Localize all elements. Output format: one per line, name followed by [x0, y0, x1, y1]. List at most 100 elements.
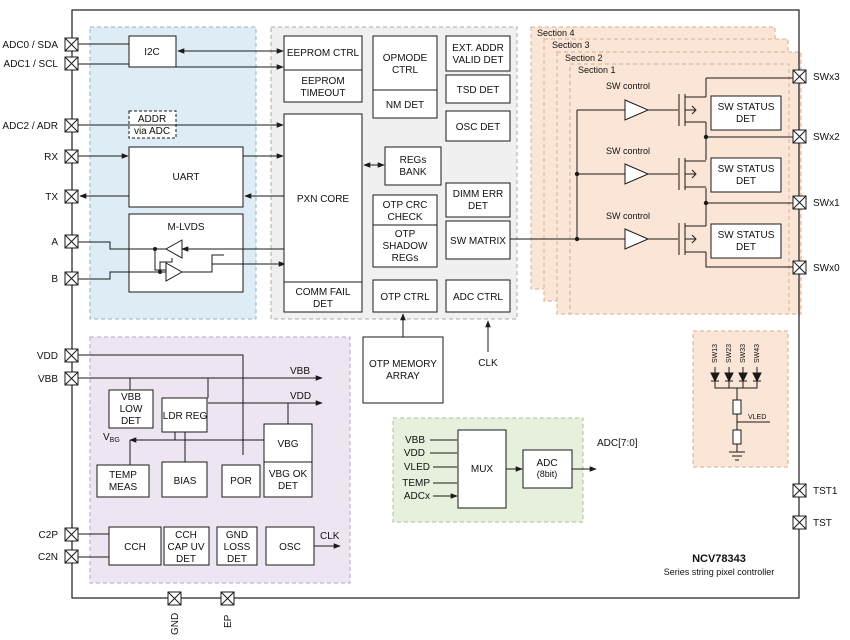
- device-description: Series string pixel controller: [664, 567, 775, 577]
- osc-label: OSC: [279, 542, 301, 553]
- sw-status-0-l1: SW STATUS: [718, 230, 775, 241]
- section-3-label: Section 3: [552, 40, 590, 50]
- pin-gnd-label: GND: [170, 613, 181, 635]
- pin-b: [64, 271, 79, 286]
- pin-tx: [64, 189, 79, 204]
- pin-ep: [220, 591, 235, 606]
- section-2-label: Section 2: [565, 53, 603, 63]
- sw-control-label-2: SW control: [606, 81, 650, 91]
- pin-c2n-label: C2N: [38, 552, 58, 563]
- gnd-loss-label-3: DET: [227, 554, 247, 565]
- clk-out-label: CLK: [320, 531, 340, 542]
- pin-adc1-label: ADC1 / SCL: [4, 59, 59, 70]
- sw-driver-icon-0: [624, 228, 650, 250]
- otp-crc-label-1: OTP CRC: [383, 200, 428, 211]
- pin-swx1-label: SWx1: [813, 198, 840, 209]
- pin-swx2-label: SWx2: [813, 132, 840, 143]
- sw-status-0-l2: DET: [736, 242, 756, 253]
- pin-swx3: [792, 69, 807, 84]
- mlvds-label: M-LVDS: [167, 222, 204, 233]
- led-sw43-label: SW43: [754, 344, 761, 363]
- led-sw23-label: SW23: [726, 344, 733, 363]
- pin-tx-label: TX: [45, 192, 58, 203]
- addr-label-2: via ADC: [134, 126, 170, 137]
- vbg-block: [263, 423, 313, 463]
- comm-fail-block: [283, 281, 363, 313]
- sw-control-label-1: SW control: [606, 146, 650, 156]
- led-sw33-label: SW33: [740, 344, 747, 363]
- vbb-low-label-3: DET: [121, 416, 141, 427]
- temp-meas-block: [96, 464, 150, 498]
- mlvds-node-b: [158, 270, 162, 274]
- sw-control-label-0: SW control: [606, 211, 650, 221]
- por-block: [221, 464, 261, 498]
- eeprom-timeout-block: [283, 69, 363, 103]
- mux-in-vbb: VBB: [405, 435, 425, 446]
- mosfet-icon-2: [678, 94, 706, 126]
- pin-swx0-label: SWx0: [813, 263, 840, 274]
- sw-status-2-l2: DET: [736, 114, 756, 125]
- mosfet-icon-0: [678, 223, 706, 255]
- addr-label-1: ADDR: [138, 114, 166, 125]
- mlvds-node-a: [153, 247, 157, 251]
- eeprom-timeout-label-1: EEPROM: [301, 76, 344, 87]
- eeprom-ctrl-label: EEPROM CTRL: [287, 48, 360, 59]
- gnd-loss-label-1: GND: [226, 530, 248, 541]
- mux-block: [457, 429, 507, 509]
- otp-memory-block: [362, 336, 444, 404]
- por-label: POR: [230, 476, 252, 487]
- bias-label: BIAS: [174, 476, 197, 487]
- ext-addr-label-2: VALID DET: [453, 55, 504, 66]
- eeprom-ctrl-block: [283, 35, 363, 71]
- otp-memory-label-1: OTP MEMORY: [369, 359, 437, 370]
- led-vled-label: VLED: [748, 414, 766, 421]
- cch-cap-block: [163, 526, 210, 566]
- pin-swx2: [792, 129, 807, 144]
- otp-ctrl-label: OTP CTRL: [380, 292, 430, 303]
- gnd-loss-label-2: LOSS: [224, 542, 251, 553]
- pin-tst1-label: TST1: [813, 486, 838, 497]
- pin-b-label: B: [51, 274, 58, 285]
- sw-status-1-l1: SW STATUS: [718, 164, 775, 175]
- swx1-node: [703, 200, 709, 206]
- comm-fail-label-1: COMM FAIL: [295, 287, 350, 298]
- nm-det-label: NM DET: [386, 100, 424, 111]
- led-string-icon: [710, 367, 770, 461]
- pin-adc0: [64, 37, 79, 52]
- otp-memory-label-2: ARRAY: [386, 371, 420, 382]
- otp-shadow-label-3: REGs: [392, 253, 419, 264]
- vdd-net-label: VDD: [290, 391, 311, 402]
- i2c-label: I2C: [144, 47, 160, 58]
- sw-bus-node-1: [574, 171, 580, 177]
- device-name: NCV78343: [692, 553, 746, 565]
- mux-in-temp: TEMP: [402, 478, 430, 489]
- pin-ep-label: EP: [223, 614, 234, 628]
- pin-vdd-label: VDD: [37, 351, 58, 362]
- opmode-ctrl-block: [372, 35, 438, 91]
- regs-bank-label-2: BANK: [399, 167, 427, 178]
- sw-driver-icons: [624, 99, 650, 250]
- led-sw13-label: SW13: [712, 344, 719, 363]
- otp-crc-label-2: CHECK: [387, 212, 422, 223]
- pin-a: [64, 234, 79, 249]
- osc-det-label: OSC DET: [456, 122, 500, 133]
- sw-status-block-2: [710, 95, 782, 131]
- mosfet-icon-1: [678, 158, 706, 190]
- cch-cap-label-2: CAP UV: [167, 542, 204, 553]
- ldr-reg-block: [161, 397, 208, 433]
- mosfet-icons: [678, 94, 706, 255]
- pin-swx3-label: SWx3: [813, 72, 840, 83]
- pin-swx1: [792, 195, 807, 210]
- mux-in-adcx: ADCx: [404, 491, 430, 502]
- clk-input-label: CLK: [478, 358, 498, 369]
- ldr-reg-label: LDR REG: [163, 411, 208, 422]
- otp-ctrl-block: [372, 279, 438, 313]
- i2c-block: [128, 35, 177, 68]
- pin-rx: [64, 149, 79, 164]
- pin-adc1: [64, 56, 79, 71]
- nm-det-block: [372, 89, 438, 119]
- pin-vdd: [64, 348, 79, 363]
- pin-adc0-label: ADC0 / SDA: [2, 40, 58, 51]
